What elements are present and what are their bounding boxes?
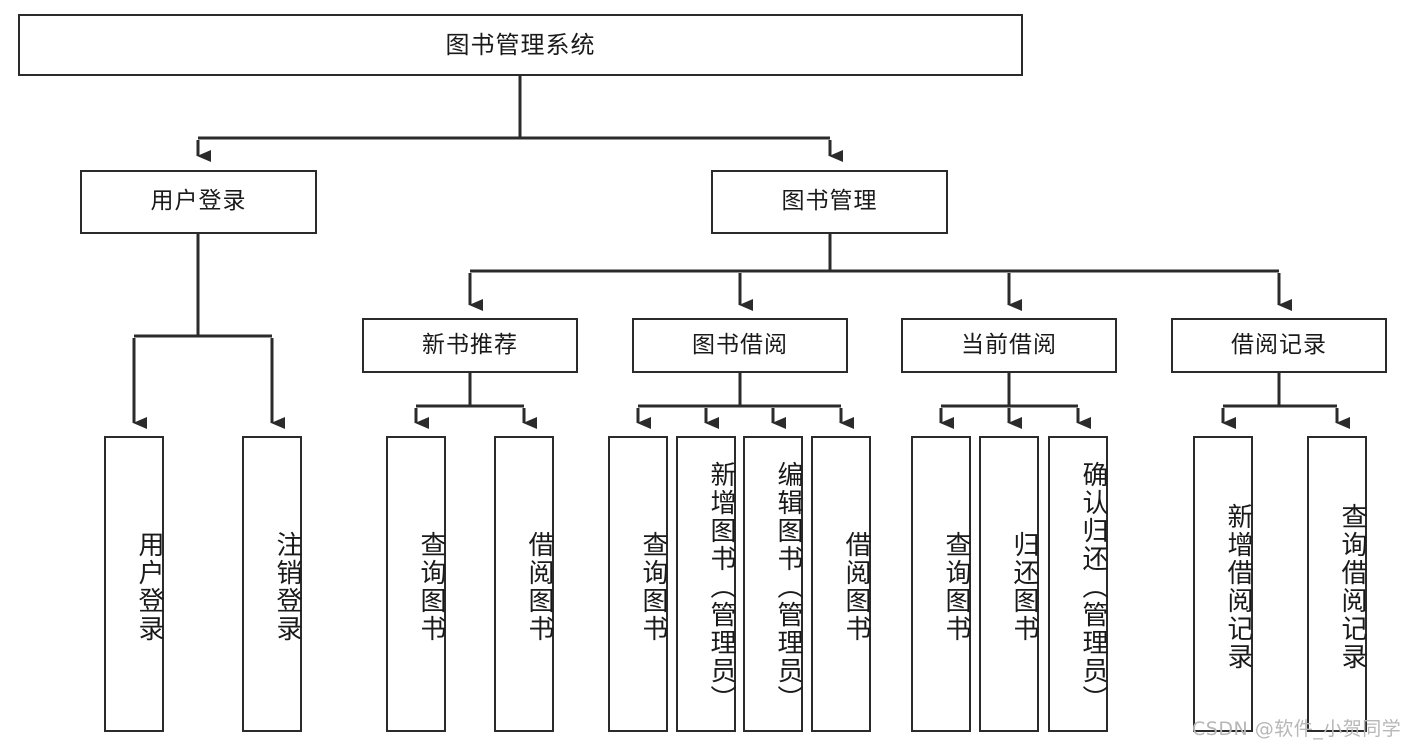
node-leaf-query-book-1[interactable]: 查询图书	[386, 436, 446, 732]
node-leaf-confirm-return-label: 确认归还（管理员）	[1078, 461, 1108, 713]
node-current-borrow-label: 当前借阅	[961, 331, 1057, 358]
node-leaf-borrow-book-2[interactable]: 借阅图书	[811, 436, 871, 732]
csdn-watermark: CSDN @软件_小贺同学	[1192, 718, 1402, 740]
node-leaf-query-book-2-label: 查询图书	[638, 531, 668, 643]
node-leaf-query-borrow-record-label: 查询借阅记录	[1337, 503, 1367, 671]
node-leaf-query-book-2[interactable]: 查询图书	[608, 436, 668, 732]
node-user-login-label: 用户登录	[150, 188, 247, 215]
node-leaf-query-borrow-record[interactable]: 查询借阅记录	[1307, 436, 1367, 732]
node-leaf-edit-book[interactable]: 编辑图书（管理员）	[743, 436, 803, 732]
node-book-manage[interactable]: 图书管理	[711, 170, 948, 234]
node-leaf-logout-login-label: 注销登录	[272, 531, 302, 643]
node-book-borrow[interactable]: 图书借阅	[632, 318, 848, 373]
node-leaf-query-book-3[interactable]: 查询图书	[911, 436, 971, 732]
node-root-label: 图书管理系统	[445, 30, 596, 59]
node-leaf-add-book-label: 新增图书（管理员）	[706, 461, 736, 713]
node-leaf-return-book-label: 归还图书	[1009, 531, 1039, 643]
node-leaf-edit-book-label: 编辑图书（管理员）	[773, 461, 803, 713]
node-current-borrow[interactable]: 当前借阅	[901, 318, 1117, 373]
node-book-manage-label: 图书管理	[781, 188, 878, 215]
node-leaf-return-book[interactable]: 归还图书	[979, 436, 1039, 732]
node-new-book-recommend-label: 新书推荐	[422, 331, 518, 358]
node-leaf-query-book-3-label: 查询图书	[941, 531, 971, 643]
node-leaf-user-login-label: 用户登录	[134, 531, 164, 643]
node-leaf-user-login[interactable]: 用户登录	[104, 436, 164, 732]
node-leaf-borrow-book-1[interactable]: 借阅图书	[494, 436, 554, 732]
node-new-book-recommend[interactable]: 新书推荐	[362, 318, 578, 373]
node-user-login[interactable]: 用户登录	[80, 170, 317, 234]
node-leaf-add-borrow-record[interactable]: 新增借阅记录	[1193, 436, 1253, 732]
node-leaf-add-borrow-record-label: 新增借阅记录	[1223, 503, 1253, 671]
node-leaf-borrow-book-2-label: 借阅图书	[841, 531, 871, 643]
node-book-borrow-label: 图书借阅	[692, 331, 788, 358]
node-leaf-confirm-return[interactable]: 确认归还（管理员）	[1048, 436, 1108, 732]
node-root[interactable]: 图书管理系统	[18, 14, 1023, 76]
node-leaf-add-book[interactable]: 新增图书（管理员）	[676, 436, 736, 732]
node-leaf-borrow-book-1-label: 借阅图书	[524, 531, 554, 643]
node-leaf-logout-login[interactable]: 注销登录	[242, 436, 302, 732]
node-borrow-record-label: 借阅记录	[1231, 331, 1327, 358]
node-leaf-query-book-1-label: 查询图书	[416, 531, 446, 643]
node-borrow-record[interactable]: 借阅记录	[1171, 318, 1387, 373]
